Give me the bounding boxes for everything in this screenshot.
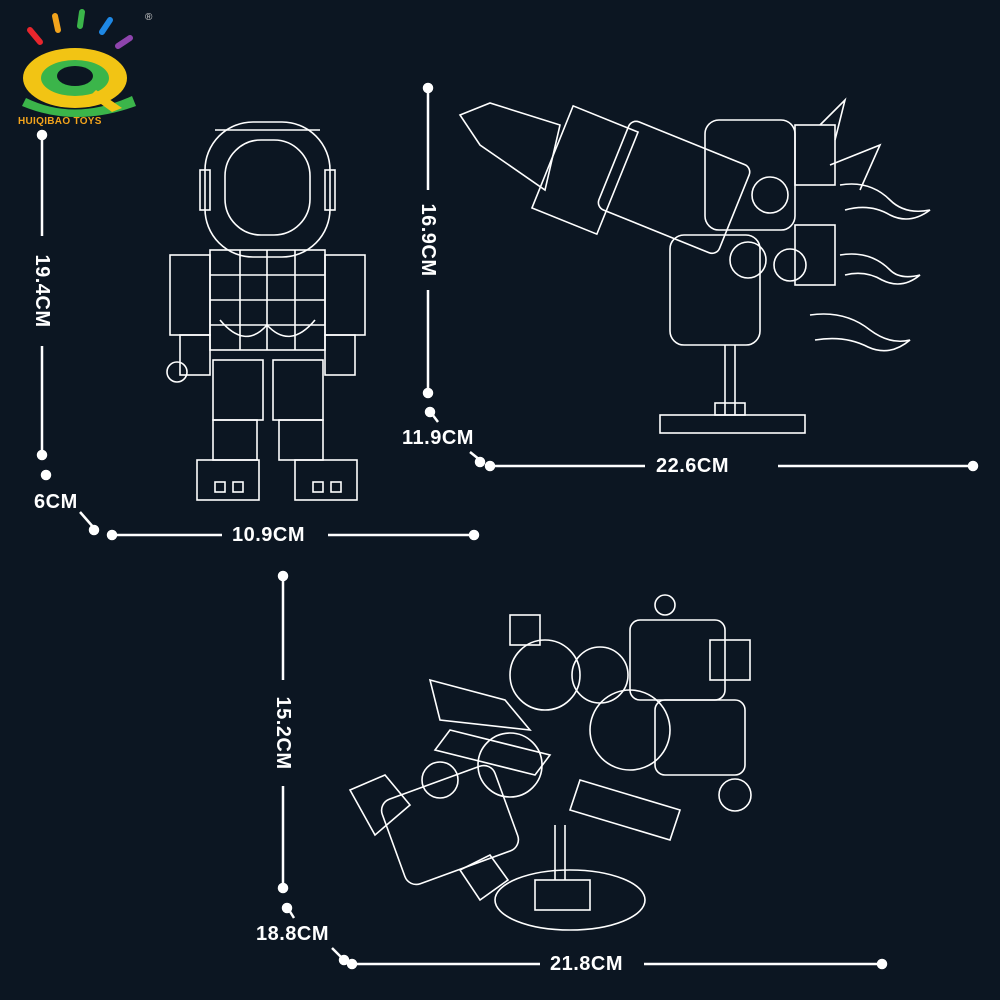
huiqibao-logo-icon xyxy=(22,9,136,117)
station-depth-label: 18.8CM xyxy=(256,923,330,945)
rocket-model-drawing xyxy=(458,97,931,434)
rocket-height-label: 16.9CM xyxy=(417,203,439,277)
rocket-width-label: 22.6CM xyxy=(656,455,730,477)
astronaut-height-label: 19.4CM xyxy=(31,254,53,328)
station-width-label: 21.8CM xyxy=(550,953,624,975)
rocket-depth-label: 11.9CM xyxy=(402,427,474,449)
astronaut-width-label: 10.9CM xyxy=(232,524,306,546)
space-station-model-drawing xyxy=(348,594,752,931)
station-height-label: 15.2CM xyxy=(272,696,294,770)
astronaut-depth-label: 6CM xyxy=(34,491,78,513)
astronaut-model-drawing xyxy=(166,121,366,501)
brand-name: HUIQIBAO TOYS xyxy=(18,116,102,127)
registered-mark: ® xyxy=(145,12,153,23)
